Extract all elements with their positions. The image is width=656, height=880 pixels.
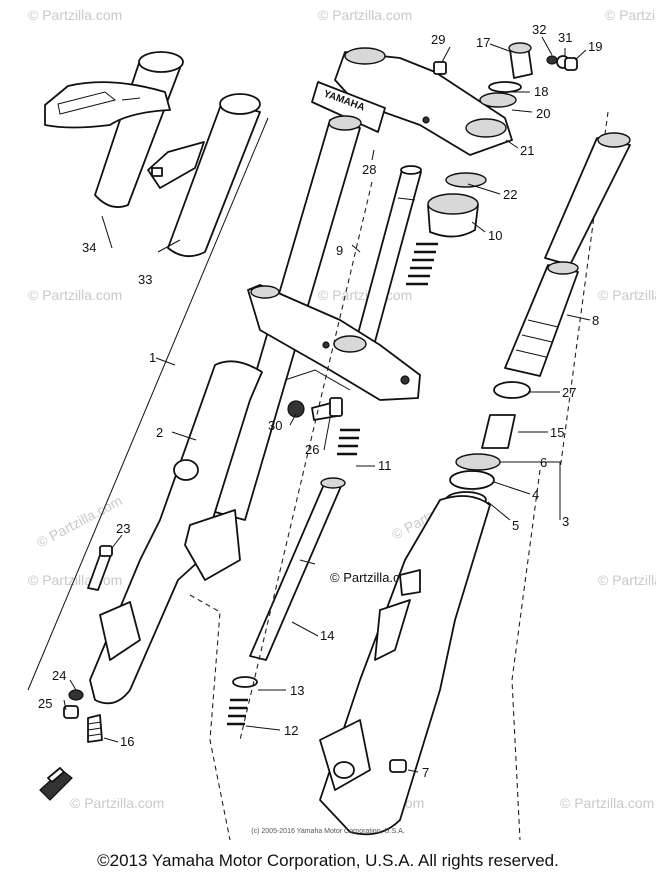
callout-25: 25: [38, 696, 52, 711]
drain-screw-16: [87, 714, 103, 743]
cover-10: [427, 193, 479, 238]
watermark: © Partzilla.com: [34, 492, 125, 550]
bearing-20: [479, 92, 517, 108]
washer-32: [546, 55, 558, 65]
callout-32: 32: [532, 22, 546, 37]
callout-20: 20: [536, 106, 550, 121]
callout-labels: 1 2 3 4 5 6 7 8 9 10 11 12 13 14 15 16 1…: [38, 22, 602, 780]
callout-31: 31: [558, 30, 572, 45]
bolt-23: [87, 545, 113, 591]
lower-cover-33: [147, 93, 261, 258]
callout-26: 26: [305, 442, 319, 457]
right-assembly-boundary: [511, 111, 609, 841]
watermark: © Partzilla.com: [598, 572, 656, 588]
callout-10: 10: [488, 228, 502, 243]
bearing-race-22: [445, 172, 487, 188]
watermark: © Partzilla.com: [318, 7, 412, 23]
fork-spring: [406, 242, 438, 286]
oil-seal-4: [449, 470, 495, 490]
outer-tube-right: [319, 495, 491, 836]
watermark: © Partzilla.com: [28, 572, 122, 588]
clip-6: [455, 453, 501, 471]
callout-29: 29: [431, 32, 445, 47]
bolt-29: [433, 61, 447, 75]
callout-2: 2: [156, 425, 163, 440]
center-boundary: [239, 181, 373, 741]
callout-30: 30: [268, 418, 282, 433]
callout-7: 7: [422, 765, 429, 780]
diagram-copyright-small: (c) 2005-2016 Yamaha Motor Corporation, …: [251, 828, 405, 835]
copyright-footer: ©2013 Yamaha Motor Corporation, U.S.A. A…: [97, 851, 559, 870]
callout-8: 8: [592, 313, 599, 328]
drain-bolt-7: [389, 759, 407, 773]
callout-34: 34: [82, 240, 96, 255]
center-watermark: © Partzilla.com: [330, 570, 418, 585]
pointer-lines: [284, 369, 351, 391]
left-assembly-boundary: [27, 117, 269, 691]
callout-5: 5: [512, 518, 519, 533]
callout-11: 11: [378, 458, 392, 473]
callout-13: 13: [290, 683, 304, 698]
washer-30: [287, 400, 305, 418]
callout-24: 24: [52, 668, 66, 683]
cap-19: [564, 57, 578, 71]
fork-tube-right: [544, 132, 631, 266]
inner-tube-9: [351, 165, 422, 361]
callout-27: 27: [562, 385, 576, 400]
callout-15: 15: [550, 425, 564, 440]
watermark: © Partzilla.com: [318, 287, 412, 303]
leader-lines: [63, 36, 591, 773]
outer-tube-2: [89, 360, 263, 705]
washer-24: [68, 689, 84, 701]
collar-15: [481, 414, 516, 449]
callout-33: 33: [138, 272, 152, 287]
watermark: © Partzilla.com: [28, 287, 122, 303]
callout-12: 12: [284, 723, 298, 738]
callout-18: 18: [534, 84, 548, 99]
watermark: © Partzilla.com: [560, 795, 654, 811]
callout-1: 1: [149, 350, 156, 365]
upper-bracket-21: YAMAHA: [311, 47, 513, 156]
nut-25: [63, 705, 79, 719]
callout-28: 28: [362, 162, 376, 177]
ring-13: [232, 676, 258, 688]
callout-9: 9: [336, 243, 343, 258]
callout-21: 21: [520, 143, 534, 158]
steering-nut-17: [508, 42, 533, 79]
callout-14: 14: [320, 628, 334, 643]
watermark: © Partzilla.com: [28, 7, 122, 23]
washer-18: [488, 81, 522, 93]
callout-4: 4: [532, 487, 539, 502]
watermark: © Partzilla.com: [70, 795, 164, 811]
callout-3: 3: [562, 514, 569, 529]
front-direction-icon: [39, 767, 73, 801]
upper-cover-34: [44, 51, 184, 208]
watermark: © Partzilla.com: [605, 7, 656, 23]
left-lower-boundary: [189, 594, 231, 841]
spring-11: [337, 428, 360, 456]
fork-boot-8: [504, 261, 579, 377]
callout-16: 16: [120, 734, 134, 749]
damper-rod-14: [249, 477, 346, 661]
spring-12: [227, 698, 248, 726]
bolt-26: [311, 397, 343, 421]
watermark: © Partzilla.com: [598, 287, 656, 303]
seal-27: [493, 381, 531, 399]
callout-6: 6: [540, 455, 547, 470]
callout-23: 23: [116, 521, 130, 536]
callout-17: 17: [476, 35, 490, 50]
callout-22: 22: [503, 187, 517, 202]
callout-19: 19: [588, 39, 602, 54]
